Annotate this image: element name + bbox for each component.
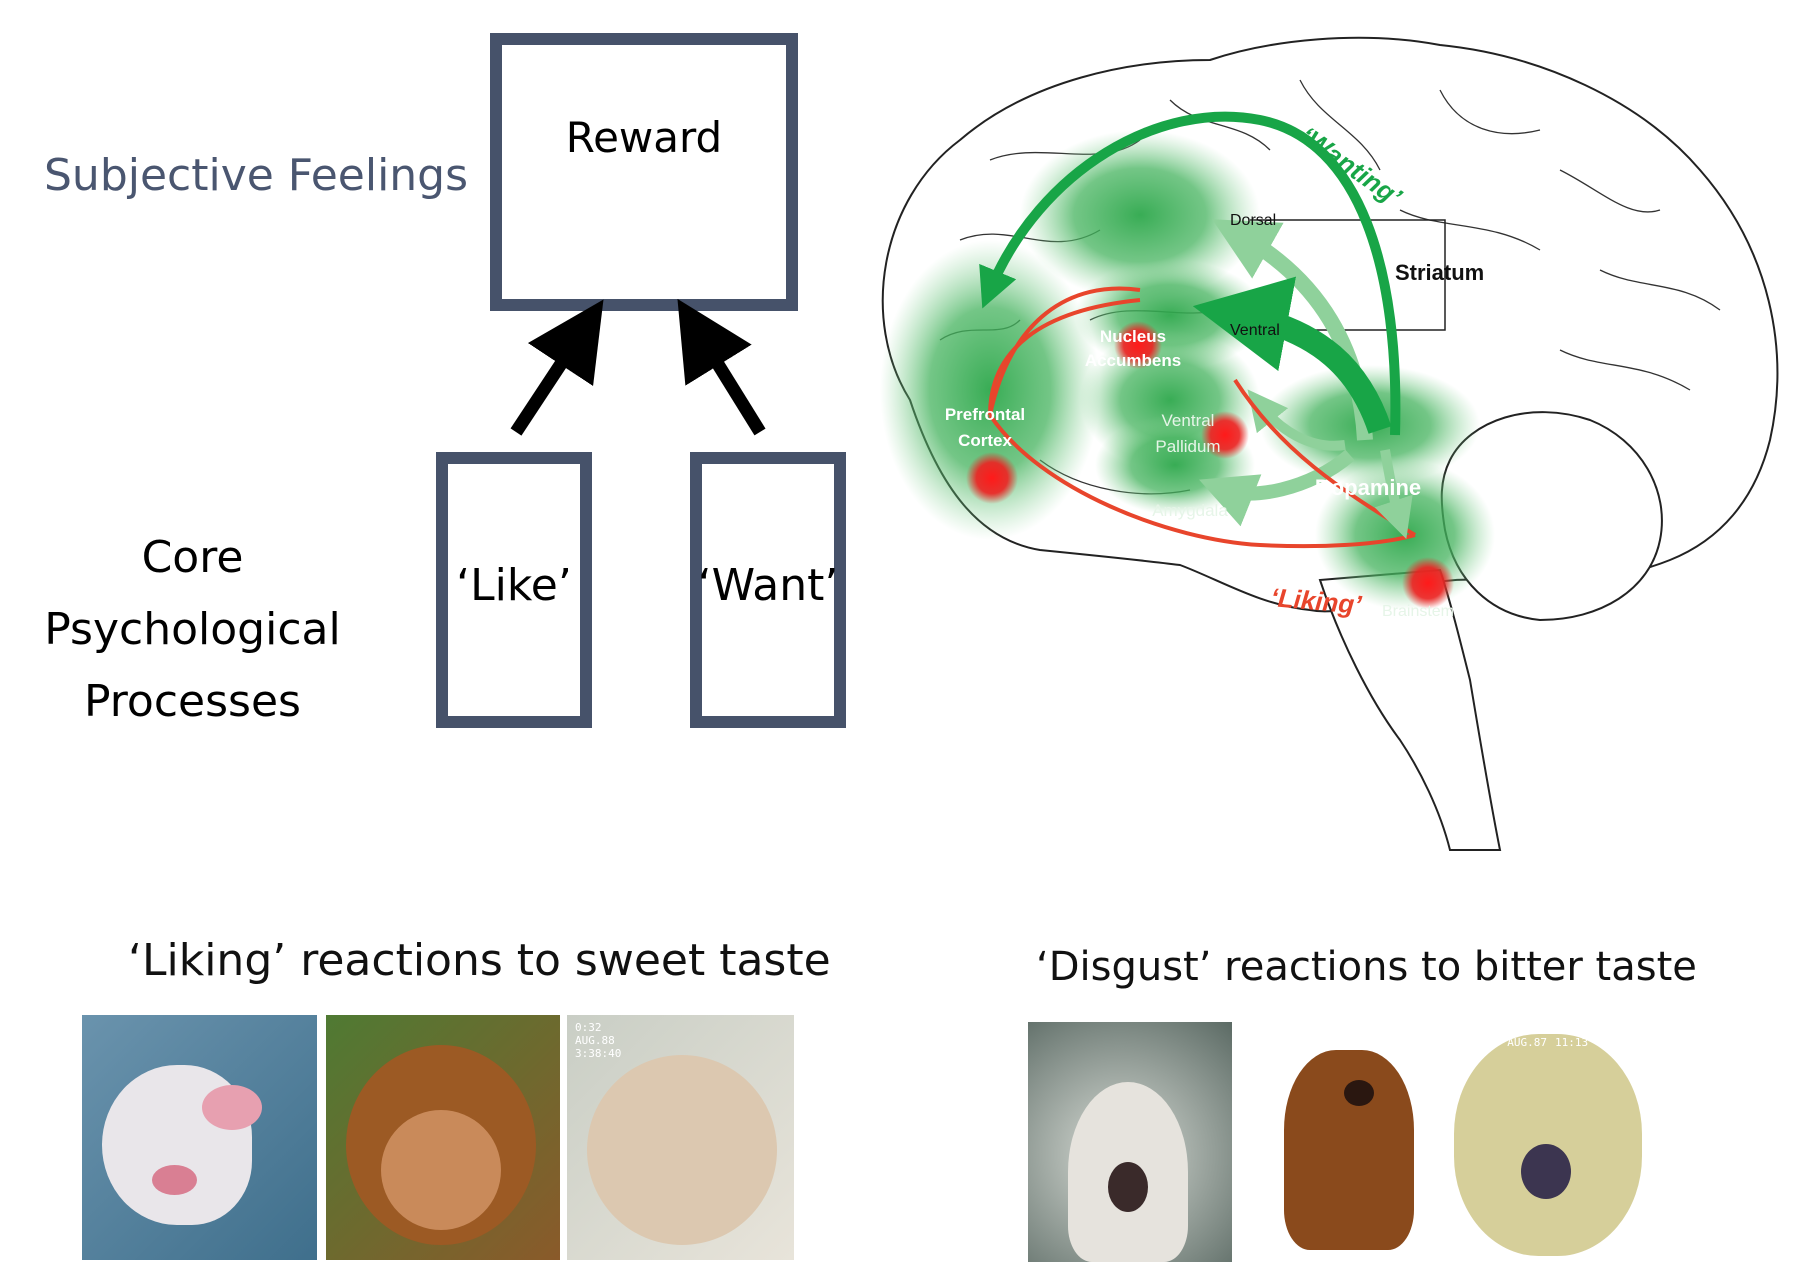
ventral-label: Ventral	[1230, 322, 1280, 339]
brainstem-outline	[1318, 568, 1502, 851]
dopamine-to-pallidum-arrow	[1247, 389, 1346, 451]
brainstem-hotspot	[1402, 557, 1454, 609]
subjective-feelings-label: Subjective Feelings	[44, 150, 469, 201]
striatum-label: Striatum	[1395, 260, 1484, 285]
like-to-reward-arrow	[510, 299, 604, 436]
disgust-caption: ‘Disgust’ reactions to bitter taste	[1036, 944, 1697, 990]
infant-timestamp: 0:32 AUG.88 3:38:40	[575, 1021, 621, 1060]
nucleus-label-line2: Accumbens	[1085, 351, 1181, 370]
dopamine-label: Dopamine	[1315, 475, 1421, 500]
like-box: ‘Like’	[436, 452, 592, 728]
infant2-timestamp-3: 11:13	[1555, 1036, 1589, 1049]
brain-diagram: ‘Wanting’ Dorsal Ventral Striatum Nucleu…	[880, 36, 1779, 851]
wanting-arrow	[979, 111, 1401, 436]
orangutan-bitter-photo	[1274, 1030, 1430, 1262]
reward-box: Reward	[490, 33, 798, 311]
vp-label-line2: Pallidum	[1155, 437, 1220, 456]
liking-pathways	[988, 286, 1417, 549]
striatum-bracket	[1250, 219, 1446, 331]
like-label: ‘Like’	[456, 559, 572, 611]
infant-timestamp-3: 3:38:40	[575, 1047, 622, 1060]
infant2-timestamp-1: 16	[1486, 1036, 1500, 1049]
liking-caption: ‘Liking’ reactions to sweet taste	[128, 935, 831, 986]
pallidum-hotspot	[1201, 411, 1249, 459]
dopamine-to-brainstem-arrow	[1374, 449, 1413, 539]
box-arrows	[510, 298, 766, 436]
rat-bitter-photo	[1028, 1022, 1232, 1262]
pfc-label-line1: Prefrontal	[945, 405, 1025, 424]
prefrontal-hotspot	[966, 452, 1018, 504]
dorsal-label: Dorsal	[1230, 212, 1276, 229]
dopamine-to-nucleus-arrow	[1192, 276, 1392, 434]
infant-timestamp-1: 0:32	[575, 1021, 602, 1034]
want-to-reward-arrow	[677, 298, 766, 436]
want-label: ‘Want’	[697, 559, 839, 611]
core-processes-label: Core Psychological Processes	[0, 522, 385, 738]
orangutan-sweet-photo	[326, 1015, 560, 1260]
brainstem-label: Brainstem	[1382, 603, 1454, 620]
vp-label-line1: Ventral	[1162, 411, 1215, 430]
nucleus-hotspot	[1114, 321, 1162, 369]
infant-timestamp-2: AUG.88	[575, 1034, 615, 1047]
nucleus-label-line1: Nucleus	[1100, 327, 1166, 346]
infant-sweet-photo: 0:32 AUG.88 3:38:40	[567, 1015, 794, 1260]
want-box: ‘Want’	[690, 452, 846, 728]
infant-bitter-photo: 16 AUG.87 11:13	[1446, 1024, 1649, 1262]
core-processes-line2: Processes	[84, 676, 301, 727]
amygdala-label: Amygdala	[1152, 501, 1228, 520]
core-processes-line1: Core Psychological	[44, 532, 341, 655]
dopamine-to-amygdala-arrow	[1198, 449, 1355, 527]
infant2-timestamp: 16 AUG.87 11:13	[1486, 1036, 1588, 1049]
rat-sweet-photo	[82, 1015, 317, 1260]
reward-label: Reward	[565, 112, 723, 162]
infant2-timestamp-2: AUG.87	[1507, 1036, 1547, 1049]
pfc-label-line2: Cortex	[958, 431, 1012, 450]
